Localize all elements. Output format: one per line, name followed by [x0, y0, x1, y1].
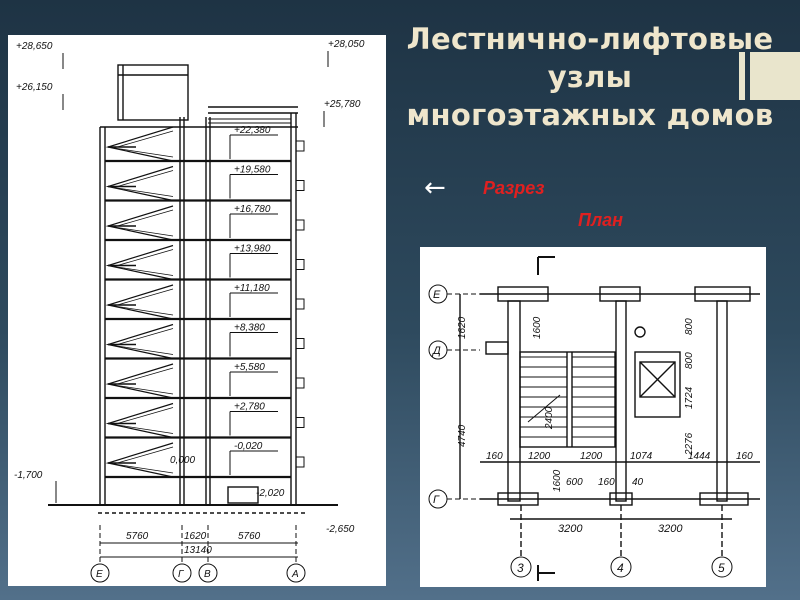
- arrow-left-icon: ←: [424, 173, 446, 203]
- section-drawing: +22,380 +19,580 +16,780 +13,980 +11,180 +8,38…: [8, 35, 386, 586]
- floor-level-mark: +5,580: [234, 362, 265, 373]
- plan-text-group: Е Д Г 3 4 5 1620 4740 1600 2400 1600 800 800 1724 2276…: [428, 284, 753, 578]
- dimension-text: 1600: [532, 316, 543, 339]
- window-mark: [295, 417, 305, 428]
- window-mark: [295, 298, 305, 310]
- decorative-bar-thin: [739, 52, 745, 100]
- axis-label: 5: [718, 561, 725, 575]
- floor-level-mark: +13,980: [234, 244, 271, 255]
- top-level-mark: +25,780: [324, 99, 361, 110]
- decorative-bar-block: [750, 52, 800, 100]
- top-level-mark: +28,050: [328, 39, 365, 50]
- title-line-1: Лестнично-лифтовые: [406, 22, 774, 56]
- axis-label: Е: [433, 289, 441, 301]
- axis-marker: [172, 563, 192, 583]
- axis-label: В: [204, 569, 211, 580]
- axis-marker: [610, 556, 632, 578]
- dimension-text: 1600: [552, 469, 563, 492]
- axis-marker: [510, 556, 532, 578]
- dimension-text: 1200: [528, 451, 551, 462]
- dimension-text: 1724: [684, 386, 695, 409]
- stair-flight: [113, 367, 174, 395]
- dimension-text: 3200: [558, 523, 583, 535]
- floor-level-mark: +19,580: [234, 165, 271, 176]
- section-text-group: +22,380 +19,580 +16,780 +13,980 +11,180 +8,38…: [14, 39, 365, 583]
- slide-title: Лестнично-лифтовые узлы многоэтажных дом…: [388, 20, 792, 134]
- dimension-text: 4740: [457, 424, 468, 447]
- axis-label: Г: [178, 569, 185, 580]
- dimension-text: 1200: [580, 451, 603, 462]
- plan-drawing-svg: Е Д Г 3 4 5 1620 4740 1600 2400 1600 800 800 1724 2276…: [428, 256, 760, 581]
- plan-drawing: Е Д Г 3 4 5 1620 4740 1600 2400 1600 800 800 1724 2276…: [420, 247, 766, 587]
- window-mark: [295, 456, 305, 468]
- window-mark: [295, 180, 305, 191]
- floor-level-mark: +8,380: [234, 323, 265, 334]
- title-line-2: узлы: [547, 60, 633, 94]
- window-mark: [295, 140, 305, 152]
- dimension-text: 160: [736, 451, 753, 462]
- axis-label: Е: [96, 569, 103, 580]
- stair-flight: [113, 170, 174, 197]
- dimension-text: 800: [684, 318, 695, 335]
- window-mark: [295, 377, 305, 389]
- floor-level-mark: +16,780: [234, 204, 271, 215]
- dimension-text: 13140: [184, 545, 212, 556]
- axis-marker: [198, 563, 218, 583]
- dimension-text: 2400: [544, 406, 555, 430]
- dimension-text: 5760: [126, 531, 149, 542]
- floor-level-mark: +11,180: [234, 283, 270, 294]
- dimension-text: 3200: [658, 523, 683, 535]
- stair-flight: [113, 407, 174, 434]
- dimension-text: 5760: [238, 531, 261, 542]
- stair-flight: [113, 249, 174, 276]
- stair-flight: [113, 130, 174, 158]
- title-line-3: многоэтажных домов: [406, 98, 774, 132]
- ground-level-mark: -2,650: [326, 524, 355, 535]
- dimension-text: 800: [684, 352, 695, 369]
- stair-flight: [113, 328, 174, 355]
- axis-marker: [90, 563, 110, 583]
- window-mark: [295, 259, 305, 270]
- floor-level-mark: +22,380: [234, 125, 271, 136]
- ground-level-mark: 0,000: [170, 455, 195, 466]
- plan-stair-group: [520, 356, 615, 438]
- section-floor-group: [105, 134, 305, 479]
- section-stair-group: [105, 126, 174, 478]
- stair-flight: [113, 209, 174, 237]
- stair-break-line: [527, 394, 561, 423]
- dimension-text: 1620: [457, 316, 468, 339]
- axis-label: 3: [517, 561, 524, 575]
- dimension-text: 600: [566, 477, 583, 488]
- axis-label: Д: [431, 345, 441, 357]
- ground-level-mark: -1,700: [14, 470, 43, 481]
- axis-marker: [286, 563, 306, 583]
- ground-level-mark: -2,020: [256, 488, 285, 499]
- axis-marker: [711, 556, 733, 578]
- stair-flight: [113, 288, 174, 316]
- plan-label: План: [578, 210, 624, 230]
- dimension-text: 2276: [684, 432, 695, 456]
- axis-label: Г: [433, 494, 440, 506]
- window-mark: [295, 338, 305, 349]
- dimension-text: 160: [486, 451, 503, 462]
- stair-flight: [113, 446, 174, 474]
- window-mark: [295, 219, 305, 231]
- dimension-text: 160: [598, 477, 615, 488]
- axis-label: А: [291, 569, 299, 580]
- section-drawing-svg: +22,380 +19,580 +16,780 +13,980 +11,180 +8,38…: [14, 39, 365, 583]
- top-level-mark: +28,650: [16, 41, 53, 52]
- dimension-text: 1620: [184, 531, 207, 542]
- dimension-text: 40: [632, 477, 644, 488]
- dimension-text: 1074: [630, 451, 653, 462]
- top-level-mark: +26,150: [16, 82, 53, 93]
- floor-level-mark: +2,780: [234, 402, 265, 413]
- dimension-text: 1444: [688, 451, 711, 462]
- floor-level-mark: -0,020: [234, 441, 263, 452]
- section-label: Разрез: [483, 178, 545, 198]
- axis-label: 4: [617, 561, 624, 575]
